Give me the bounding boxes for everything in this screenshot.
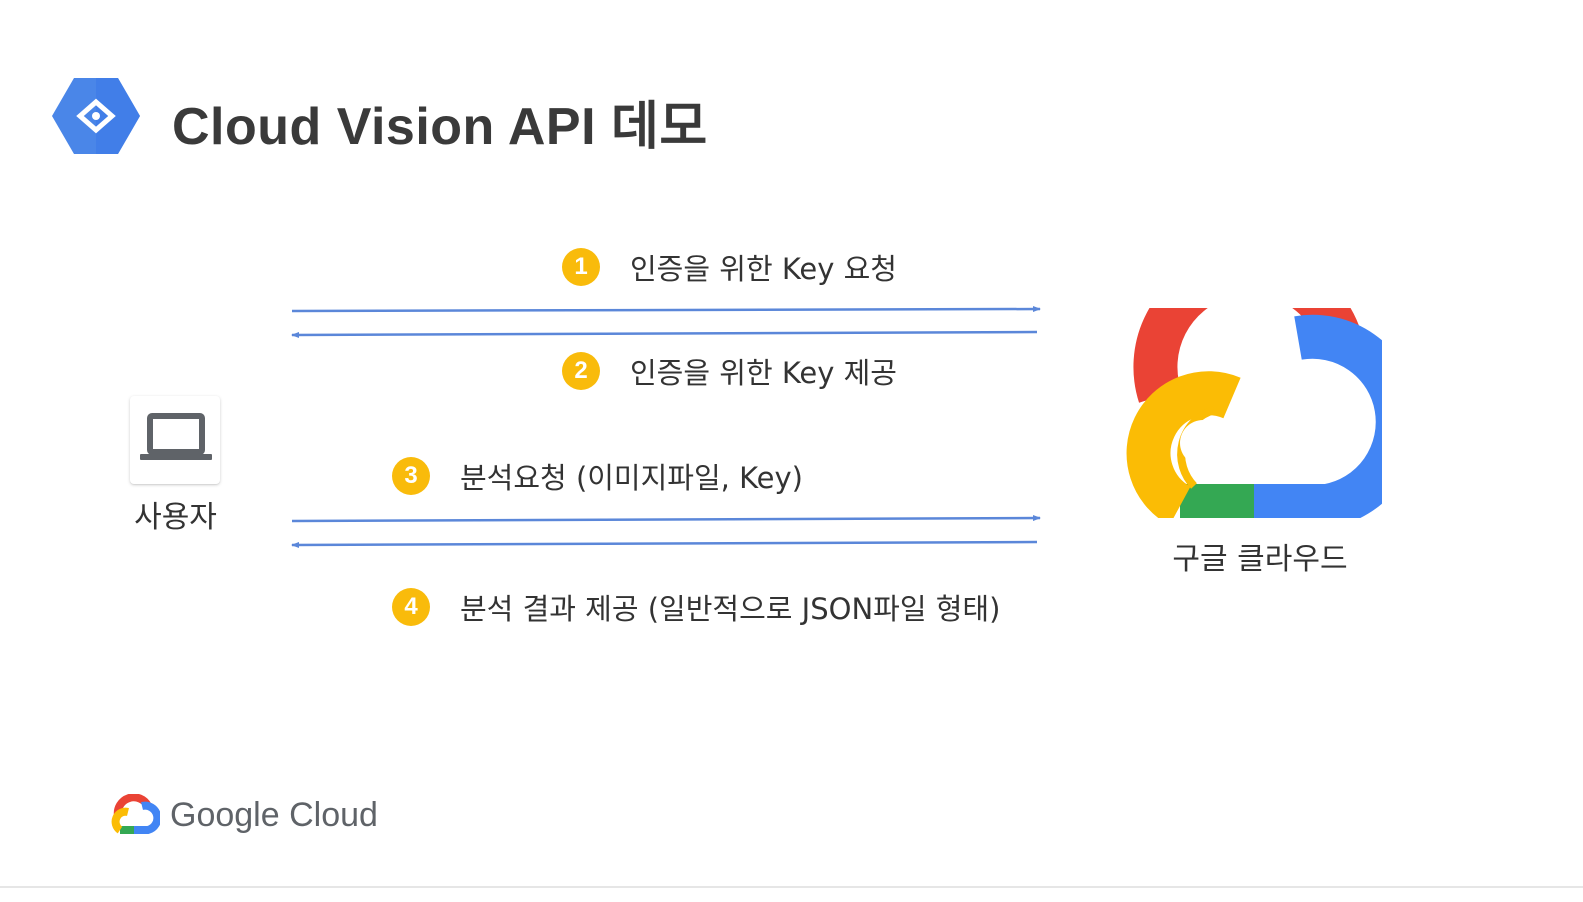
cloud-vision-hexagon-icon <box>52 78 140 154</box>
step-1: 1 인증을 위한 Key 요청 <box>562 246 897 288</box>
user-card <box>130 396 220 484</box>
arrow-provide-key <box>291 330 1038 338</box>
step-4-label: 분석 결과 제공 (일반적으로 JSON파일 형태) <box>460 592 1001 626</box>
step-1-label: 인증을 위한 Key 요청 <box>630 252 897 286</box>
step-2-badge: 2 <box>562 352 600 390</box>
step-1-badge: 1 <box>562 248 600 286</box>
google-cloud-small-logo-icon <box>111 794 160 834</box>
arrow-request-key <box>291 306 1041 313</box>
page-title: Cloud Vision API 데모 <box>172 98 708 156</box>
step-3: 3 분석요청 (이미지파일, Key) <box>392 455 803 497</box>
step-2: 2 인증을 위한 Key 제공 <box>562 350 897 392</box>
arrow-analysis-result <box>291 540 1038 548</box>
step-2-label: 인증을 위한 Key 제공 <box>630 356 897 390</box>
laptop-icon <box>140 413 212 460</box>
user-label: 사용자 <box>134 500 217 535</box>
step-4-badge: 4 <box>392 588 430 626</box>
google-cloud-logo-icon <box>1126 308 1382 518</box>
cloud-label: 구글 클라우드 <box>1172 542 1348 577</box>
bottom-divider <box>0 886 1583 888</box>
step-3-label: 분석요청 (이미지파일, Key) <box>460 461 803 495</box>
step-3-badge: 3 <box>392 457 430 495</box>
arrow-analysis-request <box>291 515 1041 523</box>
step-4: 4 분석 결과 제공 (일반적으로 JSON파일 형태) <box>392 586 1000 628</box>
footer-brand: Google Cloud <box>170 796 378 834</box>
